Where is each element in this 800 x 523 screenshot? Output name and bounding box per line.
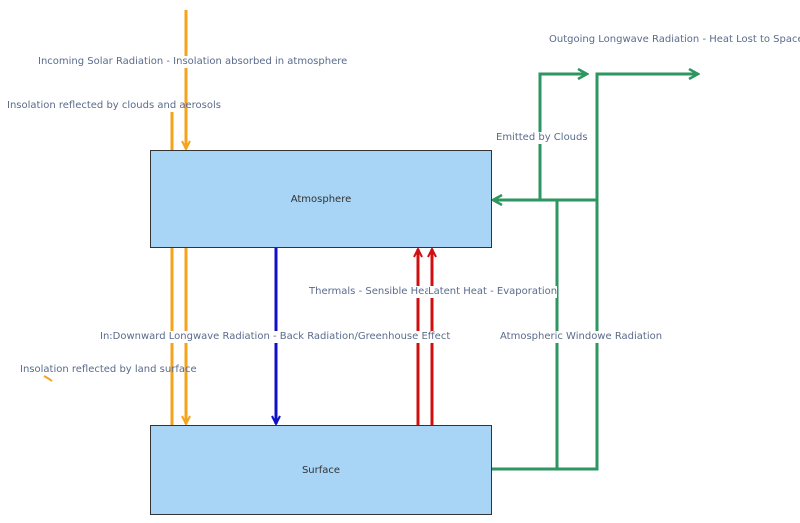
thermals-label: Thermals - Sensible Heat [309,286,435,298]
incoming-solar-label: Incoming Solar Radiation - Insolation ab… [38,56,348,68]
downward-longwave-label: In:Downward Longwave Radiation - Back Ra… [100,331,451,343]
emitted-clouds-label: Emitted by Clouds [496,132,588,144]
surface-label: Surface [301,464,341,476]
emitted-clouds-arrow [538,74,587,200]
surface-box: Surface [150,425,492,515]
atmospheric-window-path [492,200,599,471]
outgoing-longwave-arrow [595,74,698,200]
atmosphere-label: Atmosphere [290,193,352,205]
reflected-land-tick [43,375,53,382]
atmospheric-window-label: Atmospheric Windowe Radiation [500,331,663,343]
reflected-clouds-label: Insolation reflected by clouds and aeros… [7,100,221,111]
outgoing-longwave-label: Outgoing Longwave Radiation - Heat Lost … [549,34,800,46]
latent-heat-label: Latent Heat - Evaporation [428,286,558,298]
atmosphere-box: Atmosphere [150,150,492,248]
reflected-land-label: Insolation reflected by land surface [20,364,197,375]
